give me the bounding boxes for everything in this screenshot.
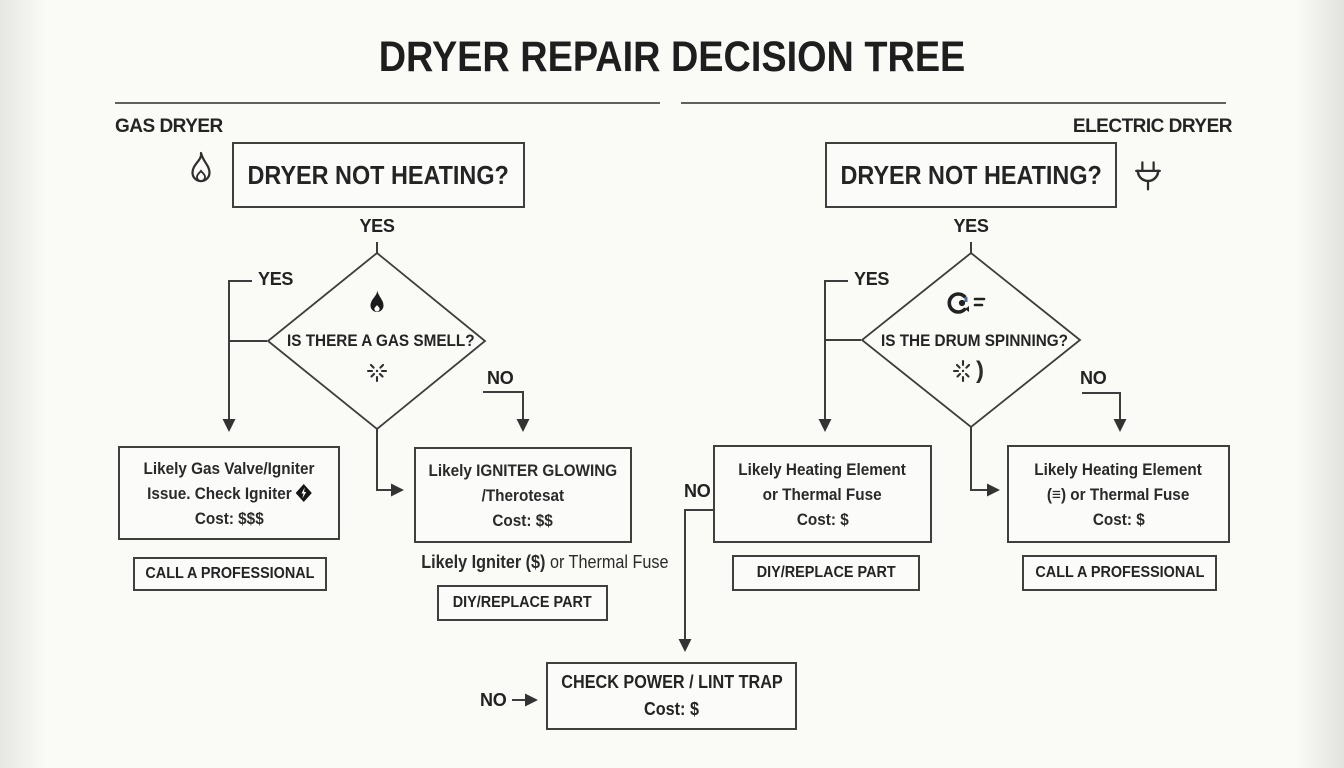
gas-action-yes-box: CALL A PROFESSIONAL (133, 557, 327, 591)
spark-burst-icon (364, 358, 390, 384)
electric-start-box-label: DRYER NOT HEATING? (840, 159, 1102, 190)
electric-yes-branch-line (818, 280, 848, 432)
mid-no-line (678, 509, 713, 652)
gas-outcome-no-note: Likely Igniter ($) or Thermal Fuse (421, 552, 669, 572)
gas-start-yes-label: YES (359, 216, 395, 236)
electric-start-box: DRYER NOT HEATING? (825, 142, 1117, 208)
electric-start-yes-label: YES (953, 216, 989, 236)
electric-yes-label: YES (854, 269, 890, 289)
electric-outcome-no-box: Likely Heating Element (≡) or Thermal Fu… (1007, 445, 1230, 543)
electric-no-label: NO (1080, 368, 1107, 388)
gas-flame-outline-icon (182, 149, 220, 191)
gas-no-label: NO (487, 368, 514, 388)
gas-outcome-no-box: Likely IGNITER GLOWING /Therotesat Cost:… (414, 447, 632, 543)
gas-start-box-label: DRYER NOT HEATING? (247, 159, 510, 190)
heating-coil-icon: ≡ (1052, 484, 1062, 504)
gas-yes-label: YES (258, 269, 294, 289)
electric-section-header: ELECTRIC DRYER (1072, 116, 1233, 137)
electric-no-branch-line (1082, 392, 1127, 432)
igniter-spark-icon (294, 484, 312, 502)
electric-action-no-box: CALL A PROFESSIONAL (1022, 555, 1217, 591)
gas-section-header: GAS DRYER (115, 116, 223, 137)
flame-icon (363, 288, 391, 320)
gas-decision-question: IS THERE A GAS SMELL? (287, 331, 475, 350)
spark-burst-paren-icon: ) (941, 356, 993, 386)
gas-yes-branch-line (222, 280, 252, 432)
gas-start-box: DRYER NOT HEATING? (232, 142, 525, 208)
bottom-no-label: NO (480, 690, 507, 710)
gas-no-branch-line (483, 391, 530, 432)
gas-bottom-branch-line (376, 429, 404, 497)
electric-action-yes-box: DIY/REPLACE PART (732, 555, 920, 591)
gas-action-no-box: DIY/REPLACE PART (437, 585, 608, 621)
page-title: DRYER REPAIR DECISION TREE (378, 33, 966, 81)
electric-bottom-branch-line (970, 427, 1000, 497)
check-power-box: CHECK POWER / LINT TRAP Cost: $ (546, 662, 797, 730)
gas-outcome-yes-box: Likely Gas Valve/Igniter Issue. Check Ig… (118, 446, 340, 540)
drum-rotation-icon (942, 288, 994, 318)
plug-icon (1128, 155, 1168, 199)
mid-no-label: NO (684, 481, 711, 501)
electric-outcome-yes-box: Likely Heating Element or Thermal Fuse C… (713, 445, 932, 543)
electric-decision-question: IS THE DRUM SPINNING? (881, 331, 1069, 350)
